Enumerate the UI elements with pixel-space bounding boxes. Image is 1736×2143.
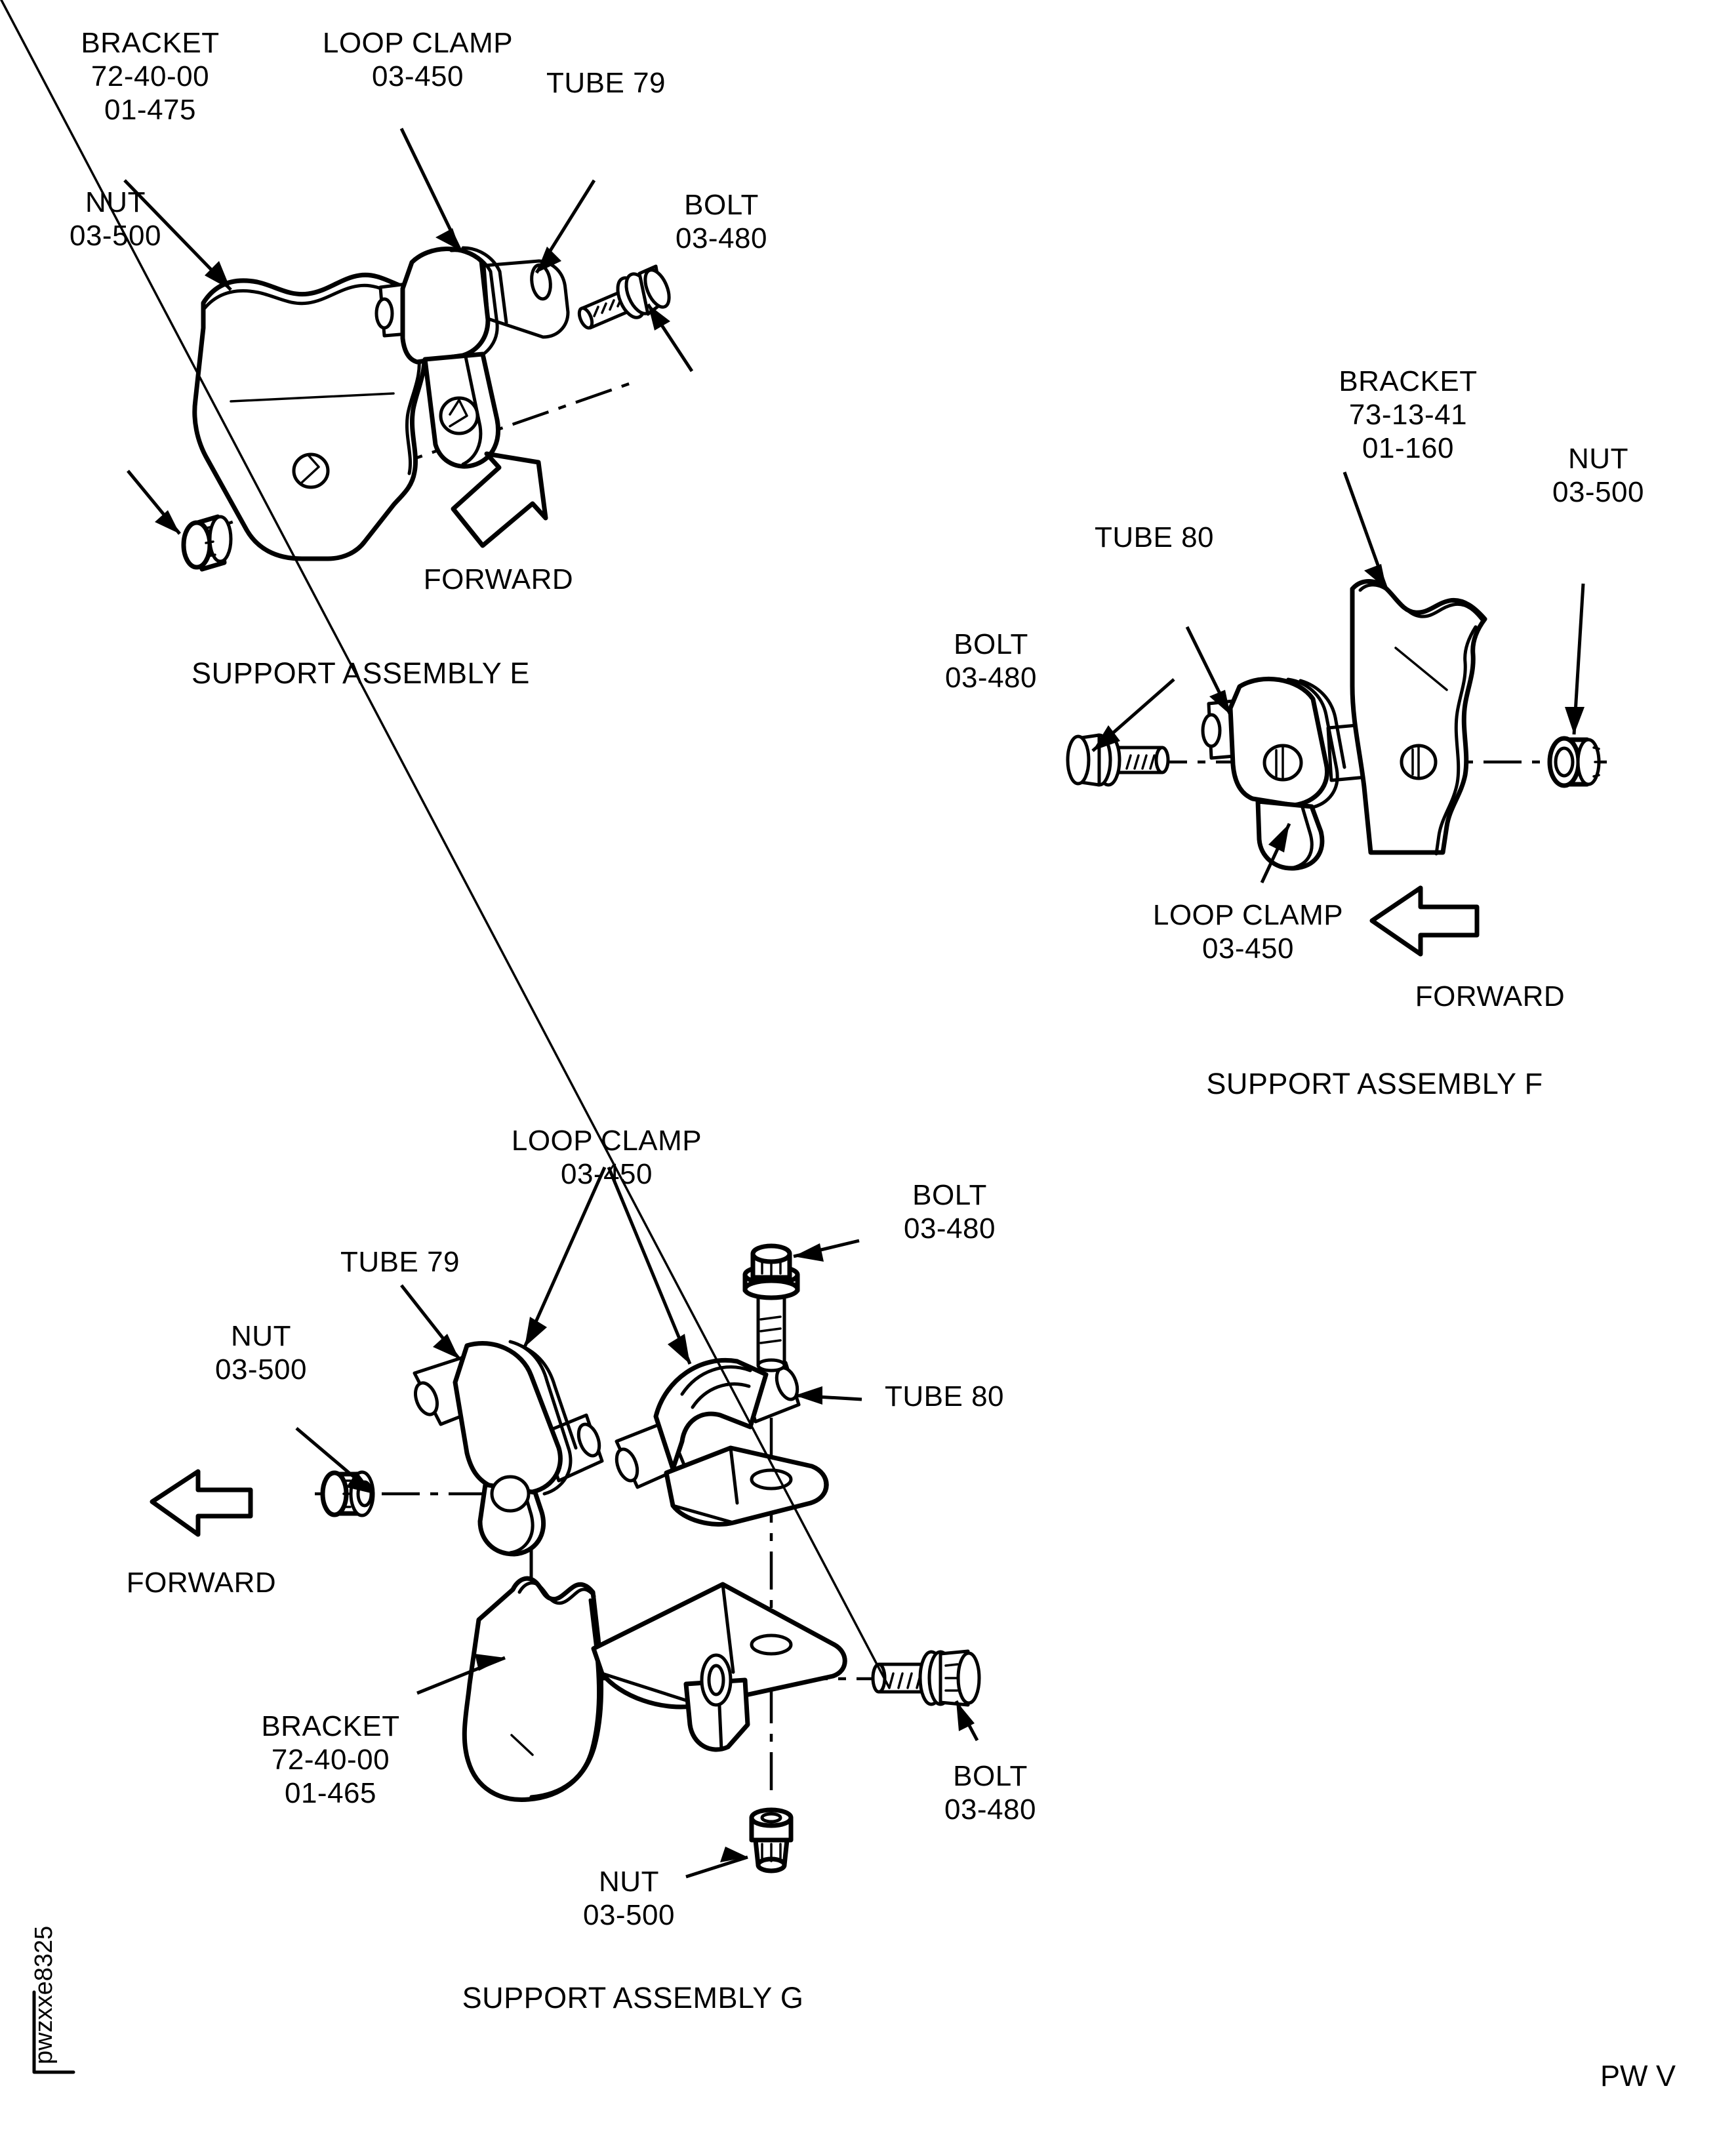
assembly-e-tube79-label: TUBE 79 <box>546 67 666 99</box>
assembly-g-tube79-label: TUBE 79 <box>340 1246 460 1278</box>
assembly-g-bolt-right-label: BOLT 03-480 <box>944 1760 1037 1826</box>
assembly-f-clamp-tab <box>1255 799 1325 871</box>
assembly-g-bolt-top-label: BOLT 03-480 <box>903 1179 996 1245</box>
assembly-e-graphics <box>123 127 694 572</box>
assembly-f-clamp-band <box>1228 676 1329 808</box>
assembly-g-nut-bottom-label: NUT 03-500 <box>582 1866 676 1932</box>
assembly-g-clamp-a-band <box>453 1341 563 1495</box>
assembly-f-bolt-head <box>1066 734 1091 786</box>
assembly-g-clamp-b-hole <box>750 1468 793 1491</box>
assembly-e-bolt <box>577 264 671 330</box>
assembly-e-clamp-hole <box>439 396 479 435</box>
assembly-g-forward-label: FORWARD <box>126 1567 277 1599</box>
assembly-g-bolt-right <box>0 0 981 1707</box>
figure-code-corner-mark <box>32 1990 75 2074</box>
assembly-f-bolt-label: BOLT 03-480 <box>944 628 1038 694</box>
assembly-f-bracket <box>1350 579 1487 856</box>
figure-code: pwzxxe8325 <box>30 1925 58 2064</box>
assembly-f-nut-label: NUT 03-500 <box>1552 443 1645 509</box>
assembly-g-nut-left <box>320 1470 375 1517</box>
assembly-f-forward-label: FORWARD <box>1415 980 1565 1012</box>
assembly-f-tube80-label: TUBE 80 <box>1094 521 1215 553</box>
assembly-f-nut <box>1547 736 1602 788</box>
assembly-e-forward-arrow <box>451 451 548 548</box>
assembly-e-title: SUPPORT ASSEMBLY E <box>192 656 530 690</box>
assembly-f-bolt <box>1066 733 1170 787</box>
assembly-e-bolt-head <box>643 268 671 309</box>
assembly-g-bracket <box>462 1576 847 1802</box>
assembly-g-bracket-lug <box>683 1677 750 1752</box>
assembly-g-clamp-b <box>615 1358 829 1527</box>
assembly-e-bracket-hole <box>292 452 330 489</box>
assembly-g-clamp-b-band <box>653 1358 769 1472</box>
assembly-e-clamp-band <box>400 247 491 365</box>
assembly-e-nut-label: NUT 03-500 <box>69 186 162 252</box>
assembly-g-tube80-label: TUBE 80 <box>884 1380 1005 1412</box>
assembly-g-bolt-right-head <box>956 1651 981 1705</box>
assembly-g-forward-arrow <box>150 1469 253 1537</box>
assembly-f-bracket-label: BRACKET 73-13-41 01-160 <box>1339 365 1478 465</box>
assembly-g-bolt-top <box>742 1243 800 1372</box>
assembly-f-forward-arrow <box>1369 885 1480 957</box>
assembly-e-forward-label: FORWARD <box>423 563 574 595</box>
assembly-g-clamp-a <box>413 1340 604 1557</box>
assembly-g-bracket-label: BRACKET 72-40-00 01-465 <box>261 1710 400 1810</box>
footer-page-id: PW V <box>1600 2059 1676 2093</box>
assembly-g-graphics <box>0 0 981 1879</box>
assembly-e-bolt-label: BOLT 03-480 <box>675 189 768 255</box>
assembly-e-bracket-label: BRACKET 72-40-00 01-475 <box>81 27 220 127</box>
assembly-f-graphics <box>1066 471 1613 957</box>
assembly-g-bracket-plate-hole <box>750 1633 793 1656</box>
assembly-f-loop-clamp-label: LOOP CLAMP 03-450 <box>1152 899 1344 965</box>
assembly-f-title: SUPPORT ASSEMBLY F <box>1206 1067 1543 1100</box>
assembly-g-clamp-a-hole <box>490 1475 531 1513</box>
assembly-g-loop-clamp-label: LOOP CLAMP 03-450 <box>511 1125 702 1191</box>
assembly-g-nut-left-label: NUT 03-500 <box>214 1320 308 1386</box>
assembly-g-clamp-b-foot <box>664 1445 829 1527</box>
assembly-e-loop-clamp <box>374 246 570 469</box>
assembly-g-nut-bottom <box>749 1807 794 1873</box>
assembly-g-title: SUPPORT ASSEMBLY G <box>462 1981 804 2014</box>
assembly-e-nut <box>181 514 233 572</box>
assembly-e-loop-clamp-label: LOOP CLAMP 03-450 <box>322 27 514 93</box>
assembly-g-bracket-wall <box>462 1576 604 1802</box>
